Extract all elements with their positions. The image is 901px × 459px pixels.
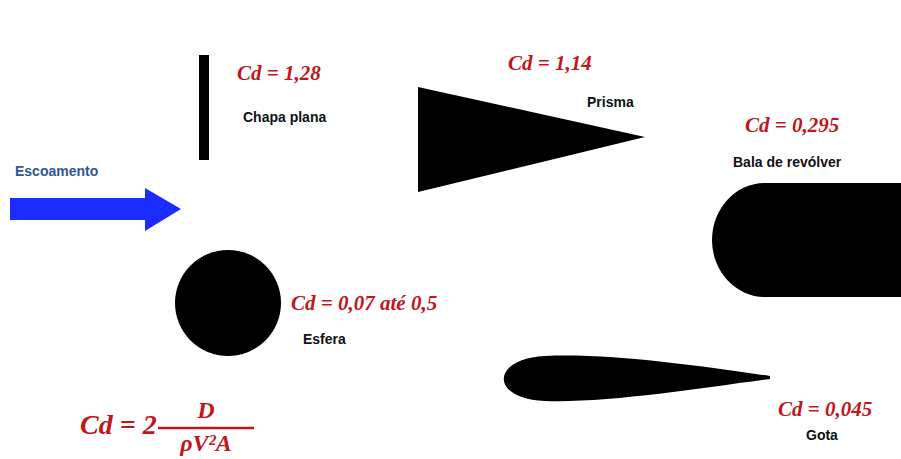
formula-text: Cd = 2 (80, 410, 157, 441)
shape-name: Esfera (303, 332, 346, 347)
shape-name: Chapa plana (243, 110, 326, 125)
shape-name: Gota (806, 428, 838, 443)
prism-shape (418, 87, 645, 192)
formula-denominator: ρV²A (180, 430, 232, 456)
bullet-shape (712, 183, 901, 297)
droplet-shape (504, 356, 770, 402)
flat-plate (199, 55, 209, 160)
flow-arrow (10, 188, 181, 231)
drag-coefficient: Cd = 0,045 (778, 398, 872, 421)
sphere-shape (175, 250, 281, 356)
formula-numerator: D (197, 397, 214, 423)
drag-coefficient: Cd = 1,14 (508, 52, 592, 75)
drag-coefficient: Cd = 1,28 (237, 62, 321, 85)
drag-coefficient: Cd = 0,295 (745, 114, 839, 137)
shape-name: Prisma (587, 95, 634, 110)
flow-label: Escoamento (15, 164, 98, 179)
fraction-bar (158, 427, 254, 430)
shape-name: Bala de revólver (733, 155, 841, 170)
drag-coefficient: Cd = 0,07 até 0,5 (291, 292, 437, 315)
